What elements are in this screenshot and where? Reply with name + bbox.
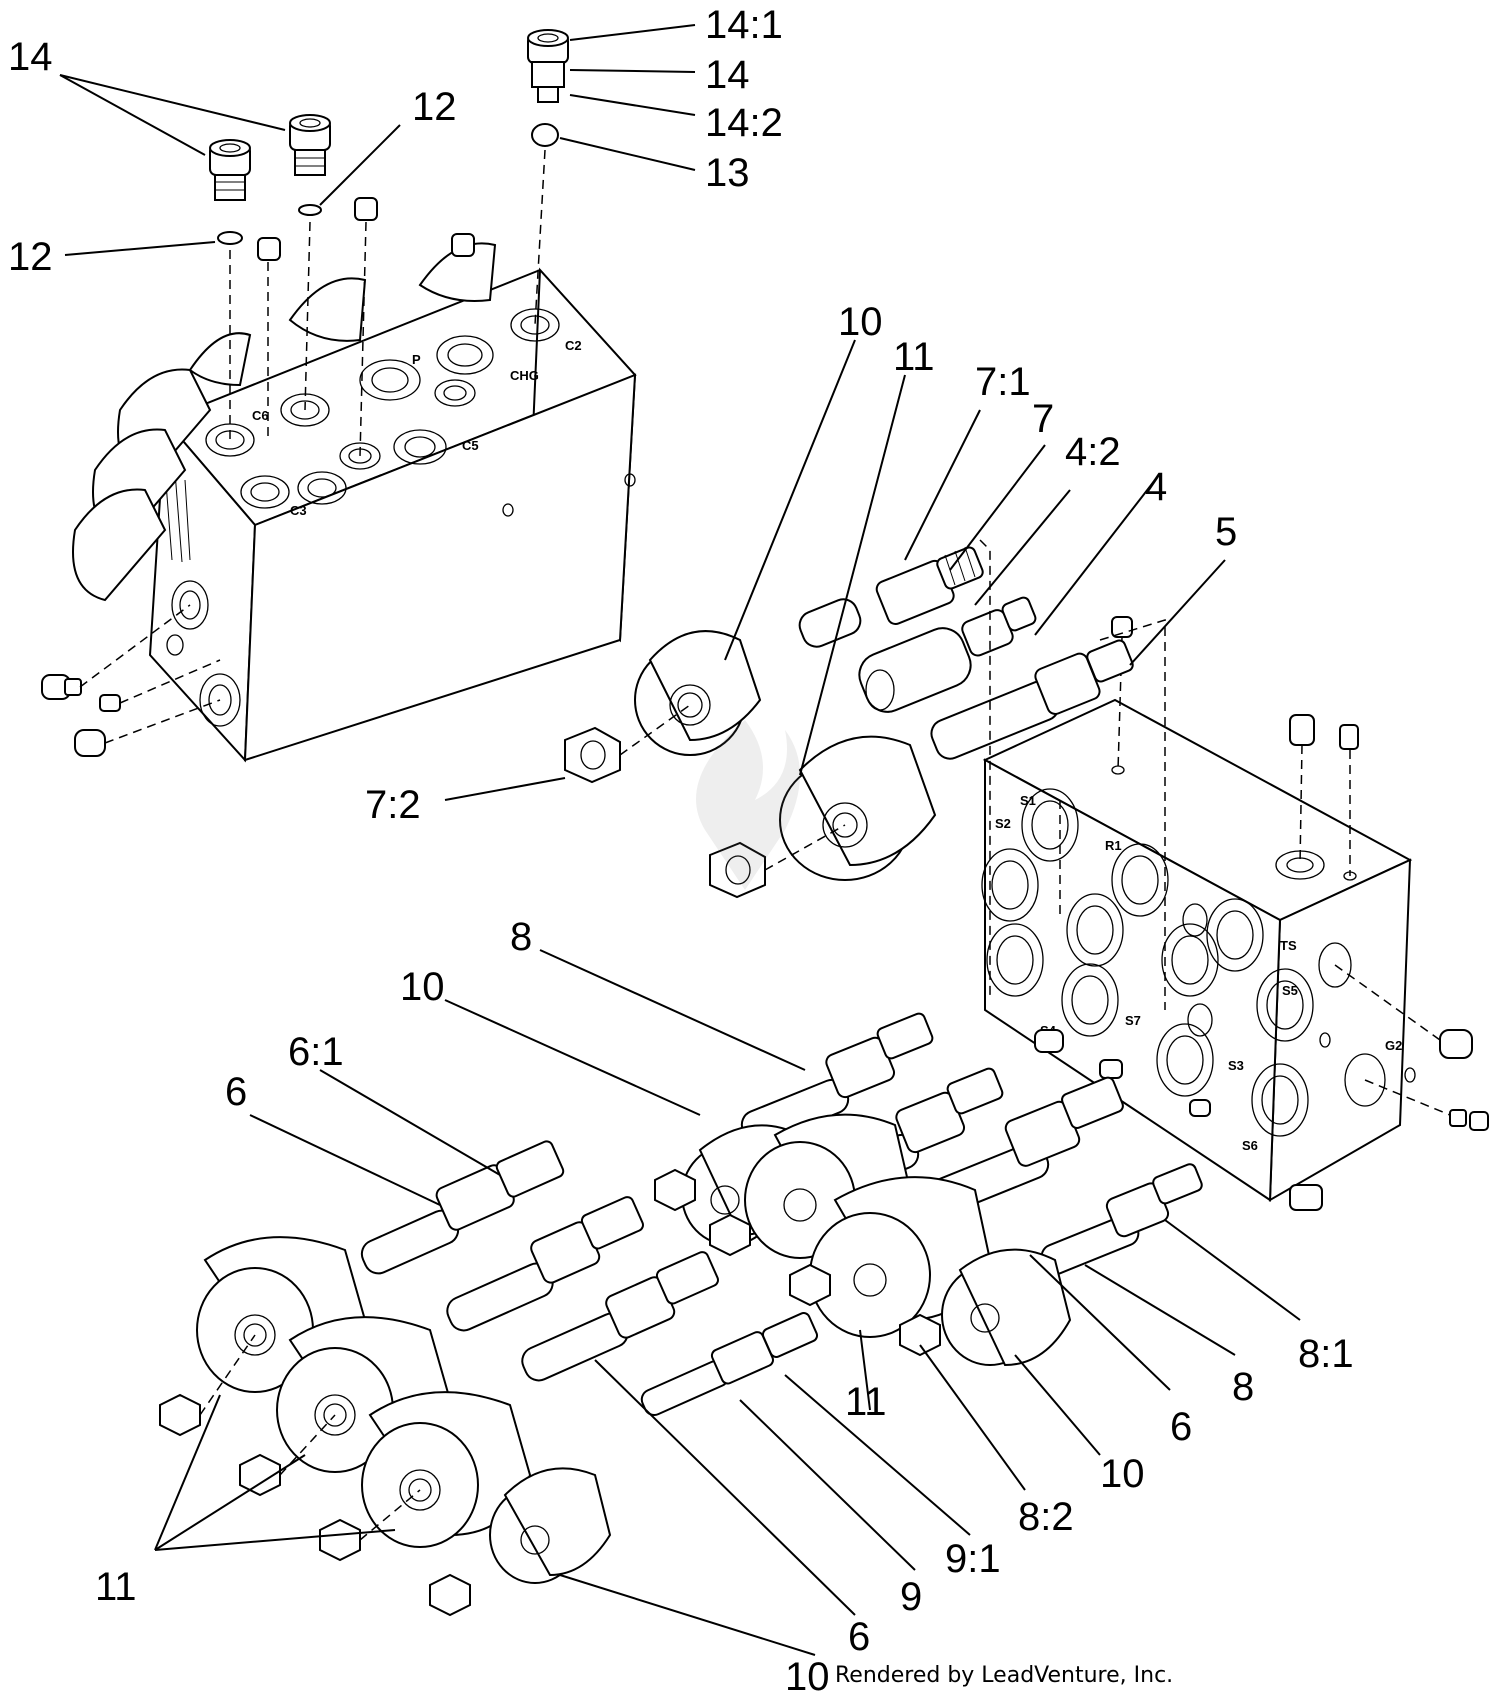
port-label-chg: CHG [510,368,539,383]
coil-11-upper [779,735,937,881]
callout-8-1: 8:1 [1298,1332,1354,1376]
leader-lines [59,24,1301,1656]
callout-10-upper: 10 [838,300,883,344]
callout-14-2: 14:2 [705,101,783,145]
port-label-r1: R1 [1105,838,1122,853]
middle-cartridge-valves [564,539,1166,1010]
valve-6-1 [360,1140,565,1275]
lower-manifold-block: S1 S2 R1 TS S5 S4 S7 S9 S3 G2 S6 [981,616,1489,1211]
callout-11-center: 11 [845,1380,887,1424]
callout-8-2: 8:2 [1018,1495,1074,1539]
valve-6-mid [446,1196,644,1332]
callout-9-1: 9:1 [945,1537,1001,1581]
port-label-s7: S7 [1125,1013,1141,1028]
valve-6-low [521,1251,719,1382]
callout-14-top: 14 [705,53,750,97]
callout-6-left: 6 [225,1070,247,1114]
port-label-s2: S2 [995,816,1011,831]
nut-7-2 [564,726,621,784]
callout-14-1: 14:1 [705,3,783,47]
coil-11-right [361,1391,532,1548]
callout-10-right: 10 [1100,1452,1145,1496]
nut-upper [709,841,766,899]
port-label-p: P [412,352,421,367]
callout-9: 9 [900,1575,922,1619]
callout-13: 13 [705,151,750,195]
lower-cartridge-valves [159,1012,1203,1617]
seal-12-right [298,204,322,216]
callout-6-bottom: 6 [848,1615,870,1659]
orifice-13 [531,123,559,147]
watermark-logo [696,720,800,890]
callout-4: 4 [1145,465,1167,509]
port-label-s6: S6 [1242,1138,1258,1153]
upper-block-fittings [209,29,569,457]
callout-6-1: 6:1 [288,1030,344,1074]
port-label-g2: G2 [1385,1038,1402,1053]
fitting-14-top [527,29,569,103]
valve-7 [798,546,984,648]
upper-manifold-block: C1 C6 P CHG C2 C3 C5 [41,242,637,763]
port-label-s3: S3 [1228,1058,1244,1073]
coil-10-right [941,1248,1072,1367]
valve-4 [858,596,1037,713]
seal-12-left [217,231,243,245]
callout-10-bottom: 10 [785,1655,830,1691]
upper-block-side-plugs [41,604,221,757]
callout-4-2: 4:2 [1065,430,1121,474]
callout-7-1: 7:1 [975,360,1031,404]
port-label-c2: C2 [565,338,582,353]
valve-8-1 [1040,1163,1203,1276]
coil-10-lower-left [489,1467,612,1584]
port-label-c5: C5 [462,438,479,453]
port-label-ts: TS [1280,938,1297,953]
fitting-14-right [289,114,331,176]
fitting-14-left [209,139,251,201]
render-credit: Rendered by LeadVenture, Inc. [835,1663,1173,1688]
callout-12-left: 12 [8,235,53,279]
callout-5: 5 [1215,510,1237,554]
upper-block-coils [72,242,497,602]
callout-labels: 14 12 12 14:1 14 14:2 13 10 11 7:1 7 4:2… [8,3,1354,1691]
valve-9 [640,1312,819,1416]
callout-8-right: 8 [1232,1365,1254,1409]
port-label-s1: S1 [1020,793,1036,808]
lower-nuts [159,1168,941,1617]
callout-11-left: 11 [95,1565,137,1609]
callout-11-upper: 11 [893,335,935,379]
callout-6-right: 6 [1170,1405,1192,1449]
coil-10-upper [634,630,762,756]
valve-5 [930,639,1134,760]
callout-8-upper: 8 [510,915,532,959]
valve-8-upper [740,1012,934,1146]
callout-10-mid: 10 [400,965,445,1009]
callout-14-left: 14 [8,35,53,79]
callout-7-2: 7:2 [365,783,421,827]
port-label-c3: C3 [290,503,307,518]
callout-12-top: 12 [412,85,457,129]
callout-7: 7 [1032,397,1054,441]
port-label-c6: C6 [252,408,269,423]
port-label-s5: S5 [1282,983,1298,998]
